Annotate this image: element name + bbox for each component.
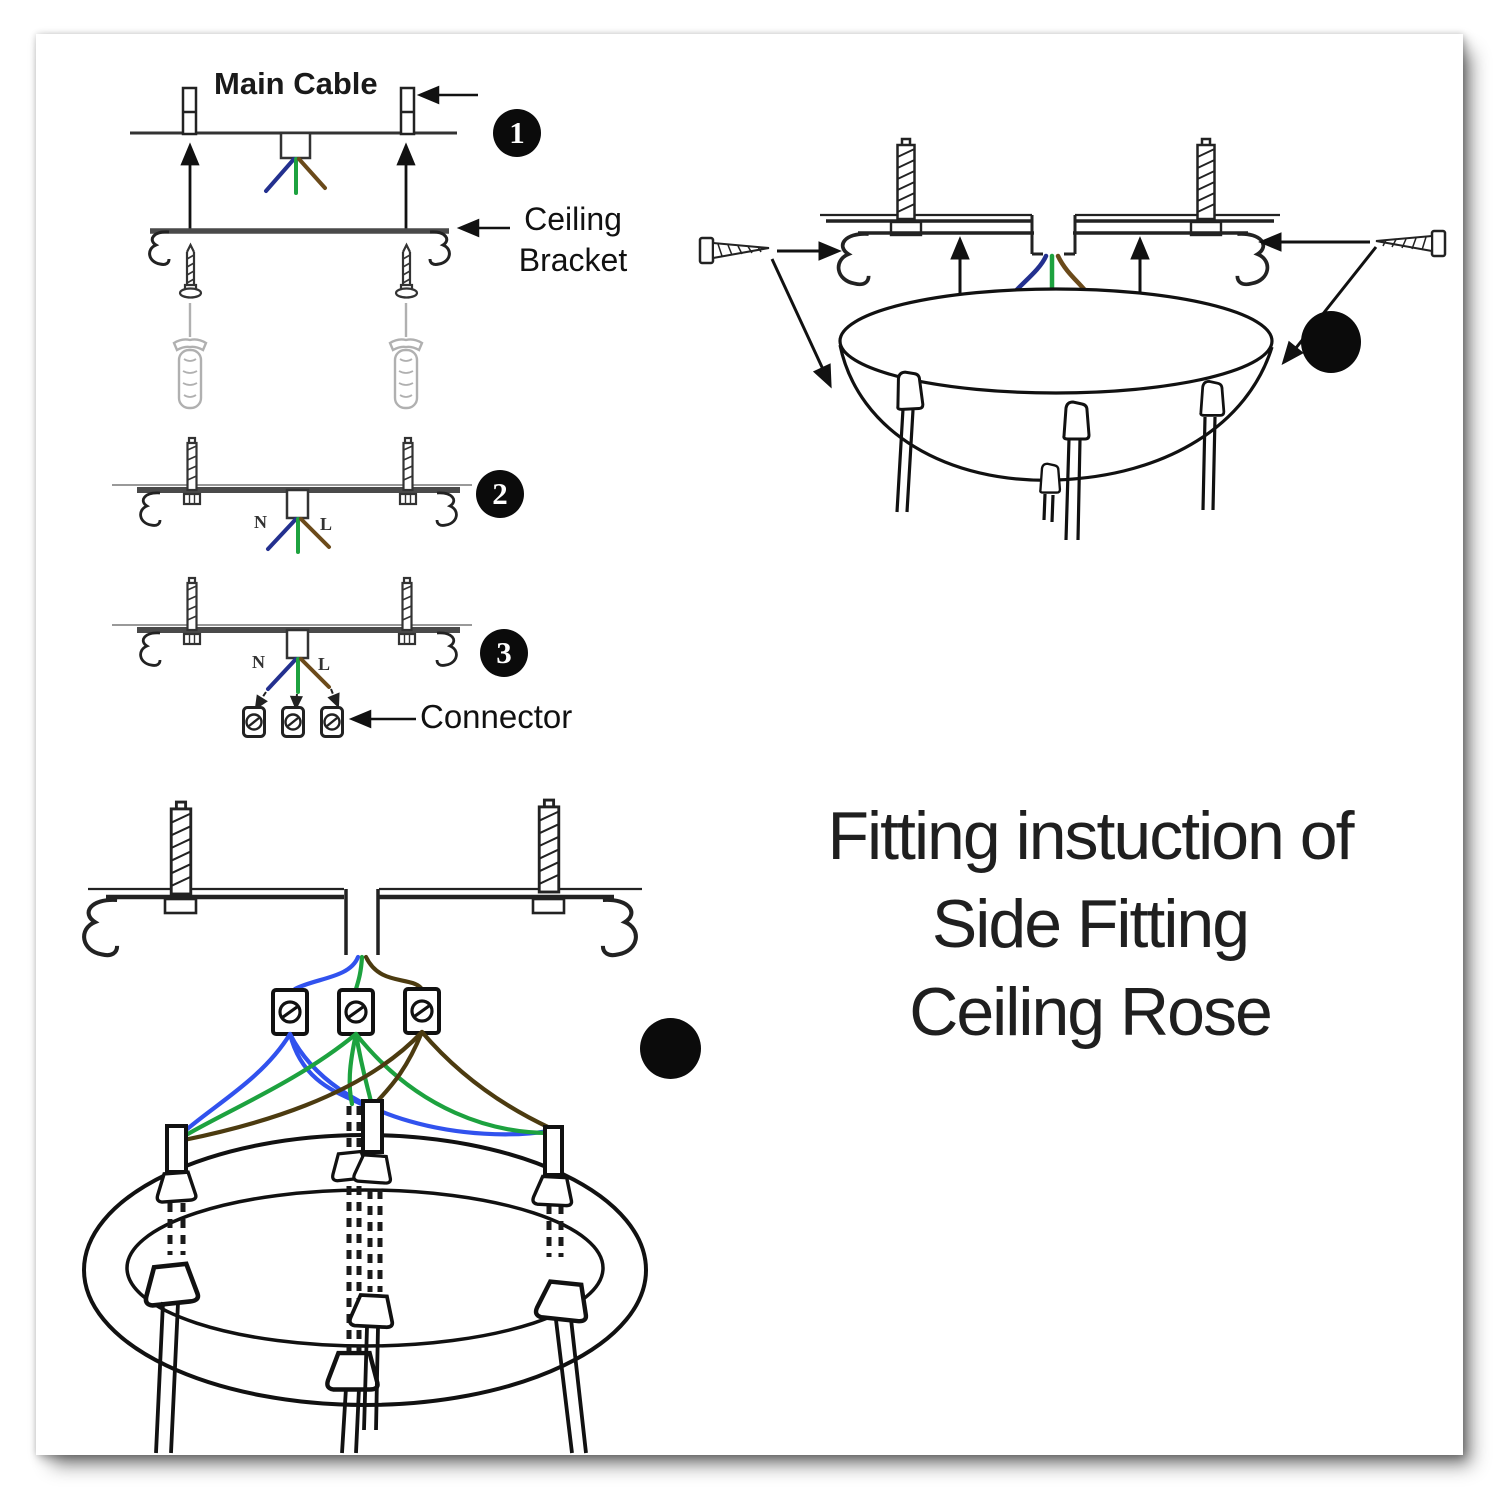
ceiling-bracket-label: Ceiling Bracket [518,201,628,278]
step1-diagram [130,86,478,410]
step3-wire-blue [266,657,298,691]
lift-arrows-icon [181,144,415,230]
step-4-badge [1301,311,1361,373]
neutral-wire-label: N [252,652,265,672]
title-line-2: Side Fitting [931,886,1250,962]
cable-outlet-box [285,628,310,660]
step3-diagram [112,576,472,738]
step1-wire-brown [297,157,327,190]
step-3-badge: 3 [480,629,528,677]
cable-outlet-box [279,131,312,160]
step5-diagram [82,798,648,1454]
rose-plate-top [838,287,1274,395]
step4-diagram [698,137,1447,541]
cable-outlet-fill [346,889,378,955]
live-wire-label: L [318,654,331,674]
side-screw-left-arrows [770,242,840,390]
wall-anchor-icon [896,137,1216,221]
wall-anchor-icon [169,798,561,896]
page-title: Fitting instuction of Side Fitting Ceili… [770,792,1410,1056]
wire-to-connector-arrows [250,688,344,712]
connector-blocks-icon [271,987,441,1036]
cable-outlet-fill [1034,217,1073,253]
cable-outlet-box [344,889,380,955]
screwdriver-icon [172,301,424,410]
step5-ceiling-line [88,887,642,900]
connector-label-arrow-icon [350,710,416,728]
step1-wire-blue [264,157,296,193]
cable-outlet-box [1030,215,1077,256]
main-cable-arrow-icon [418,86,478,104]
title-line-1: Fitting instuction of [827,798,1355,874]
connector-label: Connector [420,698,573,735]
cable-entry-stubs [165,1099,564,1177]
step5-feed-brown [363,954,424,991]
pendant-cables [154,1301,588,1454]
live-wire-label: L [320,514,333,534]
step-1-badge: 1 [493,109,541,157]
step5-feed-green [353,954,365,992]
hidden-cable-dashes [167,1106,564,1352]
step4-ceiling-line [820,213,1280,223]
anchor-nuts-icon [163,897,566,915]
neutral-wire-label: N [254,512,267,532]
step2-diagram [112,436,472,554]
title-line-3: Ceiling Rose [909,974,1273,1050]
cable-outlet-box [285,488,310,520]
connector-blocks-icon [242,706,344,738]
ceiling-bracket-arrow-icon [458,219,510,237]
pendant-cables [895,408,1217,541]
screw-icon [178,243,419,299]
step2-wire-blue [266,517,298,551]
side-screw-left-icon [698,236,770,265]
step3-wire-brown [299,657,331,689]
side-screw-right-icon [1375,229,1447,258]
step-2-badge: 2 [476,470,524,518]
step5-feed-blue [292,954,361,992]
main-cable-stub-icon [181,86,416,136]
step2-wire-brown [299,517,331,549]
main-cable-label: Main Cable [214,66,378,101]
step-5-badge [640,1018,701,1079]
